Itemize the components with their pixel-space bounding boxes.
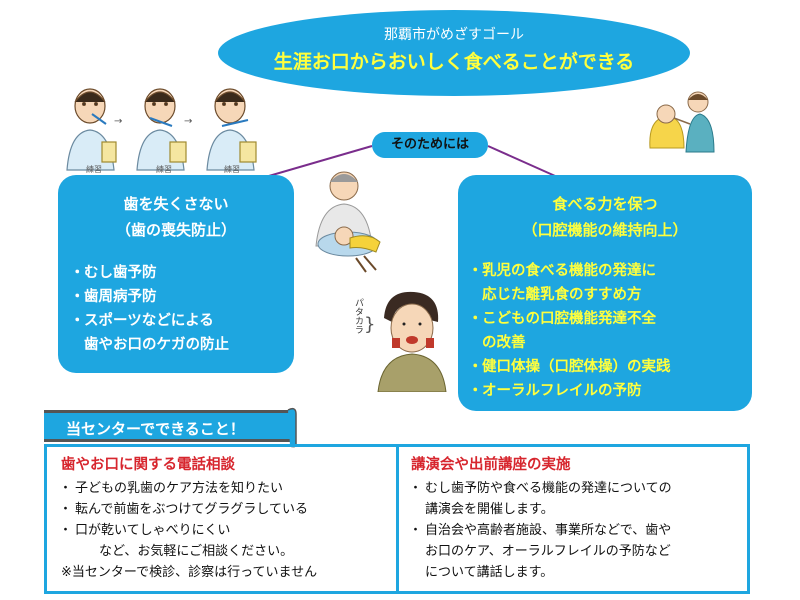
goal-title: 生涯お口からおいしく食べることができる	[273, 51, 635, 73]
brushing-figure-2	[136, 88, 187, 171]
list-item: ・歯周病予防	[70, 289, 157, 305]
brushing-figure-3	[206, 88, 257, 171]
connector-label: そのためには	[372, 132, 488, 158]
sound-bracket-icon: }	[364, 314, 376, 335]
left-goal-box: 歯を失くさない （歯の喪失防止） ・むし歯予防 ・歯周病予防 ・スポーツなどによ…	[58, 175, 294, 373]
lecture-section: 講演会や出前講座の実施 むし歯予防や食べる機能の発達についての 講演会を開催しま…	[409, 455, 741, 583]
left-box-subtitle: （歯の喪失防止）	[115, 221, 236, 239]
banner-curl-icon	[287, 407, 297, 448]
list-item: 子どもの乳歯のケア方法を知りたい	[59, 478, 391, 499]
list-item: ・スポーツなどによる歯やお口のケガの防止	[70, 313, 229, 353]
list-item: 口が乾いてしゃべりにくい	[59, 520, 391, 541]
phone-consultation-section: 歯やお口に関する電話相談 子どもの乳歯のケア方法を知りたい 転んで前歯をぶつけて…	[59, 455, 391, 583]
brushing-figure-1	[66, 88, 117, 171]
pataka-sound-text: パタカラ	[353, 298, 363, 334]
list-item: 自治会や高齢者施設、事業所などで、歯や お口のケア、オーラルフレイルの予防など …	[409, 520, 741, 583]
svg-text:→: →	[184, 116, 192, 127]
toothbrush-label-1: 練習	[86, 165, 102, 174]
left-box-list: ・むし歯予防 ・歯周病予防 ・スポーツなどによる歯やお口のケガの防止	[70, 261, 229, 357]
consultation-note: ※当センターで検診、診察は行っていません	[61, 565, 318, 580]
lecture-list: むし歯予防や食べる機能の発達についての 講演会を開催します。 自治会や高齢者施設…	[409, 478, 741, 583]
svg-text:→: →	[114, 116, 122, 127]
phone-consultation-list: 子どもの乳歯のケア方法を知りたい 転んで前歯をぶつけてグラグラしている 口が乾い…	[59, 478, 391, 541]
right-goal-box: 食べる力を保つ （口腔機能の維持向上） ・乳児の食べる機能の発達に応じた離乳食の…	[458, 175, 752, 411]
list-item: ・オーラルフレイルの予防	[468, 383, 642, 399]
toothbrushing-illustration: → →	[66, 88, 257, 171]
right-box-title: 食べる力を保つ	[552, 195, 658, 213]
lecture-title: 講演会や出前講座の実施	[411, 457, 571, 473]
panel-divider	[396, 444, 399, 594]
goal-ellipse: 那覇市がめざすゴール 生涯お口からおいしく食べることができる	[218, 10, 690, 96]
right-box-list: ・乳児の食べる機能の発達に応じた離乳食のすすめ方 ・こどもの口腔機能発達不全の改…	[468, 259, 671, 403]
list-item: むし歯予防や食べる機能の発達についての 講演会を開催します。	[409, 478, 741, 520]
list-item: ・こどもの口腔機能発達不全の改善	[468, 311, 656, 351]
left-box-title: 歯を失くさない	[123, 195, 229, 213]
list-item: ・健口体操（口腔体操）の実践	[468, 359, 671, 375]
consultation-followup: など、お気軽にご相談ください。	[99, 544, 294, 559]
phone-consultation-title: 歯やお口に関する電話相談	[61, 457, 235, 473]
baby-feeding-illustration	[649, 91, 715, 153]
center-services-banner: 当センターでできること！	[44, 410, 294, 442]
toothbrush-label-3: 練習	[224, 165, 240, 174]
list-item: ・乳児の食べる機能の発達に応じた離乳食のすすめ方	[468, 263, 656, 303]
right-box-subtitle: （口腔機能の維持向上）	[522, 221, 688, 239]
mouth-exercise-illustration	[377, 291, 447, 392]
caregiver-brushing-illustration	[315, 171, 381, 273]
goal-subtitle: 那覇市がめざすゴール	[384, 27, 524, 43]
list-item: 転んで前歯をぶつけてグラグラしている	[59, 499, 391, 520]
list-item: ・むし歯予防	[70, 265, 157, 281]
toothbrush-label-2: 練習	[156, 165, 172, 174]
